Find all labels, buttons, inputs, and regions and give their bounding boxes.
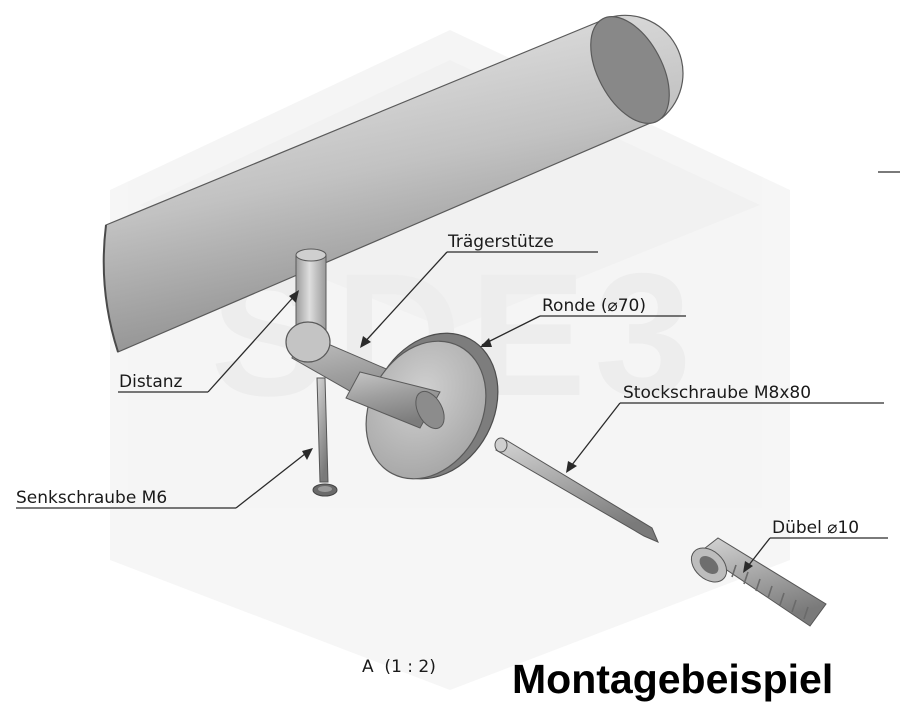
- label-ronde: Ronde (⌀70): [542, 296, 646, 316]
- label-senkschraube: Senkschraube M6: [16, 488, 167, 508]
- label-distanz: Distanz: [119, 372, 183, 392]
- label-stockschraube: Stockschraube M8x80: [623, 383, 811, 403]
- bracket-arm-end: [345, 371, 445, 430]
- dowel-part: [690, 537, 827, 627]
- handrail-part: [102, 14, 684, 353]
- drawing-title: Montagebeispiel: [512, 656, 833, 702]
- leader-lines: [16, 171, 900, 573]
- label-traegerstuetze: Trägerstütze: [447, 232, 554, 252]
- countersunk-screw-part: [312, 377, 338, 497]
- label-duebel: Dübel ⌀10: [772, 518, 859, 538]
- view-scale-label: A (1 : 2): [362, 657, 436, 677]
- hanger-bolt-part: [494, 437, 659, 543]
